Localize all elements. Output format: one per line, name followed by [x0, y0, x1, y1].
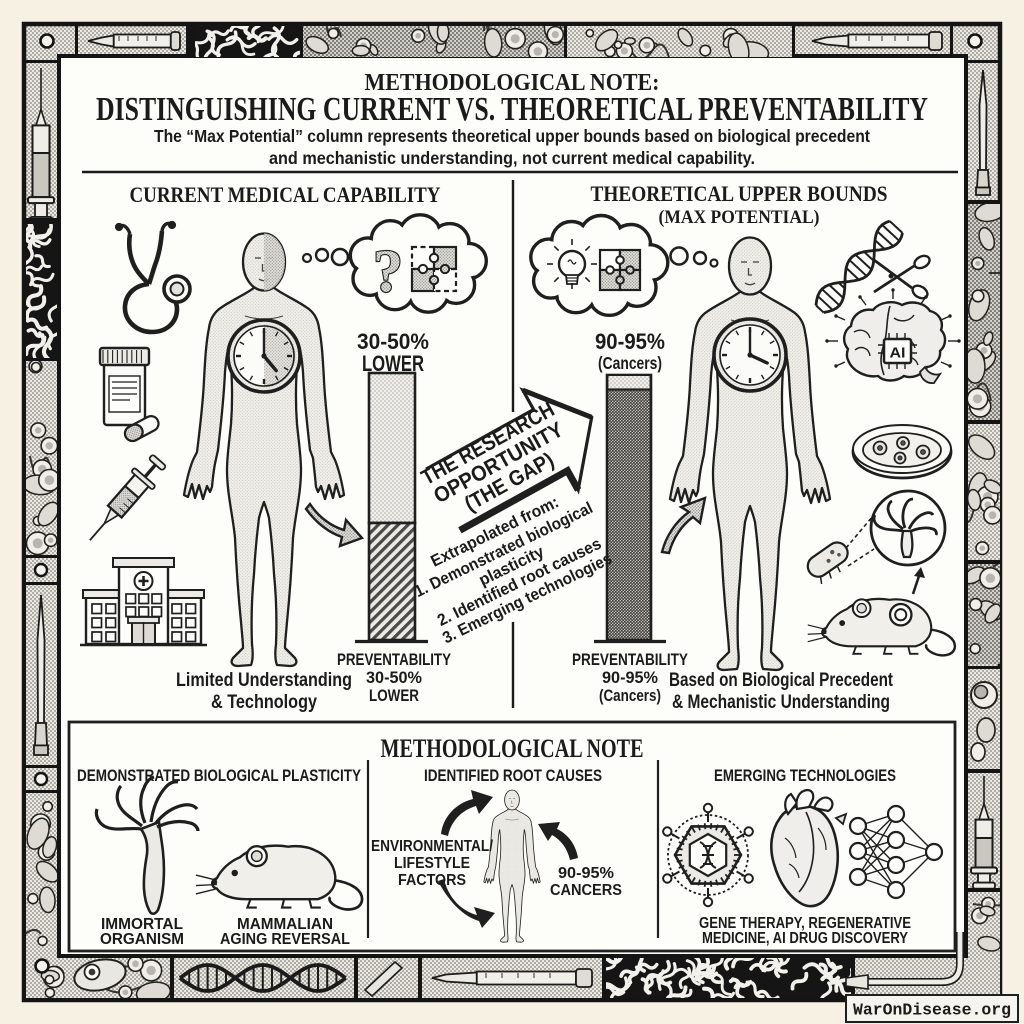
- svg-text:(Cancers): (Cancers): [598, 353, 662, 373]
- svg-text:GENE THERAPY, REGENERATIVE: GENE THERAPY, REGENERATIVE: [699, 915, 911, 932]
- svg-text:IDENTIFIED ROOT CAUSES: IDENTIFIED ROOT CAUSES: [424, 767, 602, 785]
- svg-text:ENVIRONMENTAL/: ENVIRONMENTAL/: [371, 838, 494, 855]
- svg-text:ORGANISM: ORGANISM: [100, 931, 184, 948]
- svg-text:90-95%: 90-95%: [602, 669, 658, 687]
- svg-text:FACTORS: FACTORS: [398, 872, 466, 889]
- svg-text:METHODOLOGICAL NOTE:: METHODOLOGICAL NOTE:: [365, 69, 660, 96]
- svg-text:LOWER: LOWER: [362, 351, 424, 376]
- svg-text:30-50%: 30-50%: [366, 669, 422, 687]
- svg-text:and mechanistic understanding,: and mechanistic understanding, not curre…: [269, 148, 755, 168]
- svg-text:EMERGING TECHNOLOGIES: EMERGING TECHNOLOGIES: [714, 767, 896, 785]
- svg-text:PREVENTABILITY: PREVENTABILITY: [572, 651, 688, 669]
- svg-text:The “Max Potential” column rep: The “Max Potential” column represents th…: [154, 126, 870, 146]
- svg-text:MAMMALIAN: MAMMALIAN: [237, 916, 333, 933]
- svg-text:THEORETICAL UPPER BOUNDS: THEORETICAL UPPER BOUNDS: [591, 181, 888, 206]
- svg-text:CURRENT MEDICAL CAPABILITY: CURRENT MEDICAL CAPABILITY: [130, 182, 441, 207]
- svg-text:Limited Understanding: Limited Understanding: [176, 669, 352, 691]
- svg-text:METHODOLOGICAL NOTE: METHODOLOGICAL NOTE: [381, 734, 644, 763]
- svg-text:WarOnDisease.org: WarOnDisease.org: [853, 1002, 1011, 1021]
- svg-text:(MAX POTENTIAL): (MAX POTENTIAL): [659, 207, 820, 228]
- svg-text:LIFESTYLE: LIFESTYLE: [394, 855, 470, 872]
- svg-text:AI: AI: [890, 345, 906, 362]
- svg-text:90-95%: 90-95%: [558, 865, 614, 882]
- svg-text:(Cancers): (Cancers): [599, 687, 661, 705]
- svg-text:& Mechanistic Understanding: & Mechanistic Understanding: [672, 691, 890, 713]
- svg-text:AGING REVERSAL: AGING REVERSAL: [220, 931, 350, 948]
- svg-text:30-50%: 30-50%: [357, 329, 429, 354]
- svg-text:LOWER: LOWER: [369, 687, 419, 705]
- svg-text:DISTINGUISHING CURRENT VS. THE: DISTINGUISHING CURRENT VS. THEORETICAL P…: [96, 91, 928, 128]
- svg-text:DEMONSTRATED BIOLOGICAL PLASTI: DEMONSTRATED BIOLOGICAL PLASTICITY: [77, 767, 361, 785]
- svg-text:CANCERS: CANCERS: [550, 882, 622, 899]
- svg-text:IMMORTAL: IMMORTAL: [101, 916, 183, 933]
- svg-text:& Technology: & Technology: [211, 691, 317, 713]
- svg-text:?: ?: [373, 238, 403, 304]
- svg-text:90-95%: 90-95%: [595, 329, 665, 354]
- svg-text:MEDICINE, AI DRUG DISCOVERY: MEDICINE, AI DRUG DISCOVERY: [702, 930, 909, 947]
- svg-text:PREVENTABILITY: PREVENTABILITY: [337, 651, 451, 669]
- svg-text:Based on Biological Precedent: Based on Biological Precedent: [669, 669, 893, 691]
